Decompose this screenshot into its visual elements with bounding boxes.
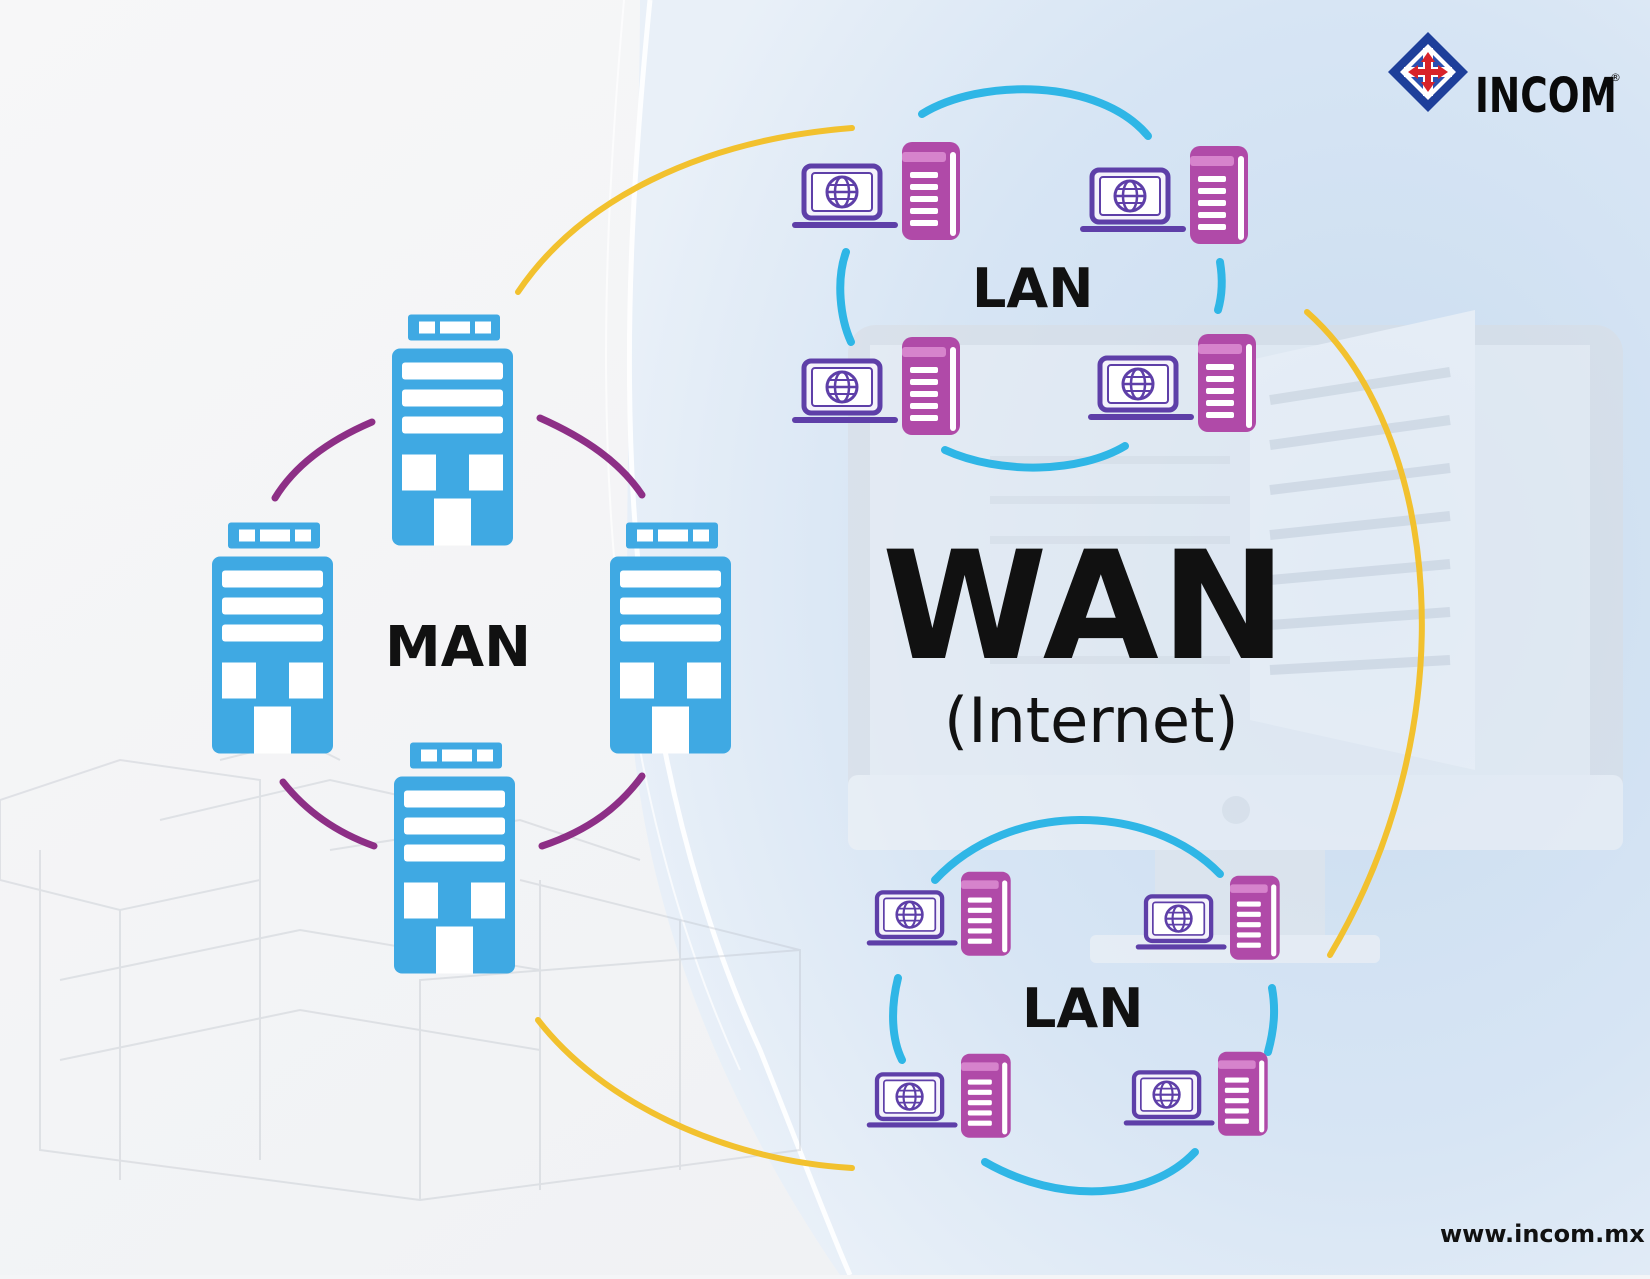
building-icon <box>212 522 333 754</box>
brand-name: INCOM <box>1475 68 1617 124</box>
building-icon <box>610 522 731 754</box>
building-icon <box>392 314 513 546</box>
wan-subtitle: (Internet) <box>944 684 1239 757</box>
wan-title: WAN <box>882 520 1289 694</box>
registered-mark: ® <box>1610 71 1621 84</box>
lan-bottom-label: LAN <box>1022 977 1144 1040</box>
man-ring <box>271 414 646 850</box>
website-url: www.incom.mx <box>1440 1220 1645 1248</box>
lan-top-label: LAN <box>972 257 1094 320</box>
wan-ring <box>515 125 1425 1171</box>
building-icon <box>394 742 515 974</box>
incom-logo-icon <box>1388 32 1468 112</box>
man-label: MAN <box>385 615 531 680</box>
lan-top-ring <box>836 85 1226 472</box>
lan-bottom-ring <box>889 816 1279 1196</box>
